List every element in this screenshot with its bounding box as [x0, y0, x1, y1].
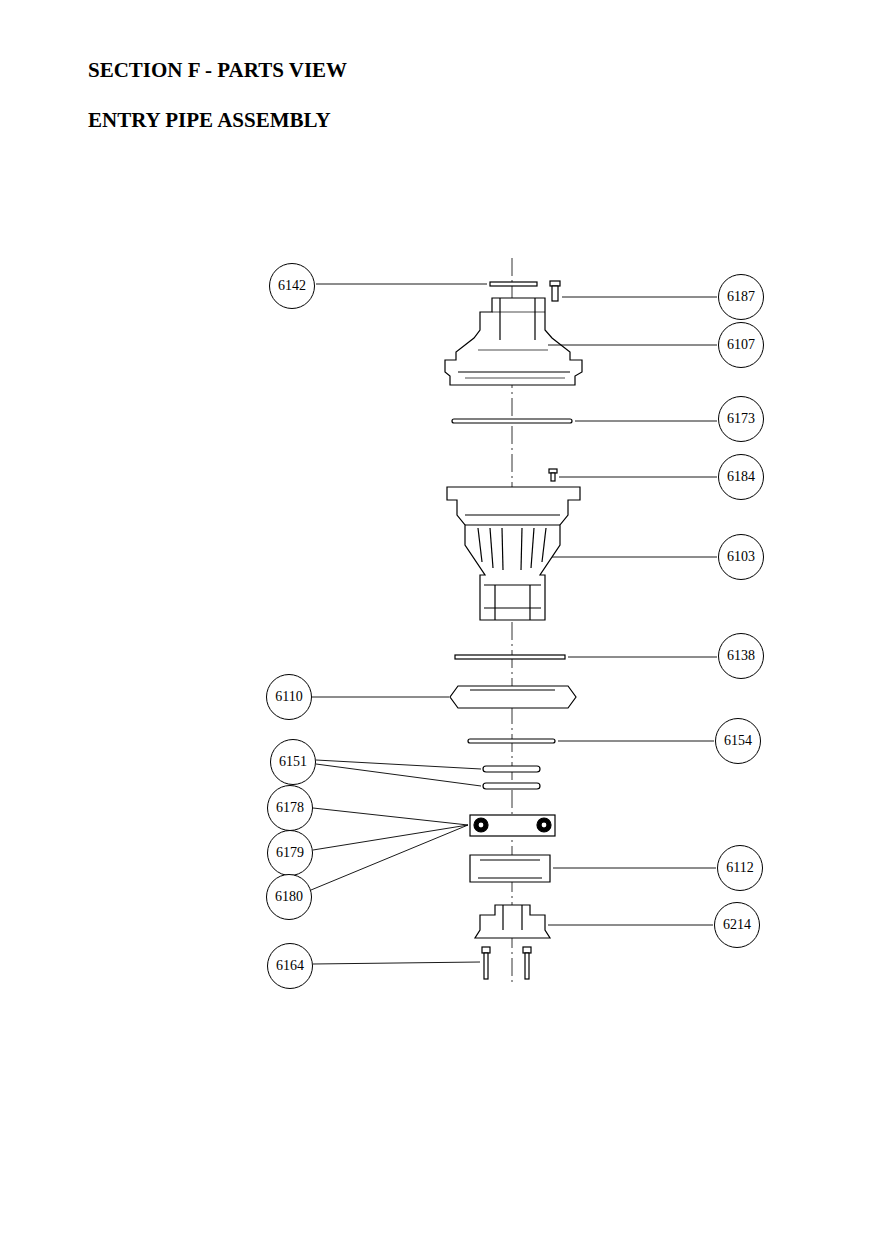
leader-lines — [311, 284, 717, 964]
callout-number: 6107 — [727, 338, 755, 352]
washer — [490, 282, 537, 286]
callout-circle: 6107 — [718, 322, 764, 368]
o-ring — [468, 739, 555, 743]
screw — [549, 469, 557, 481]
callout-circle: 6164 — [267, 943, 313, 989]
callout-circle: 6173 — [718, 396, 764, 442]
housing — [447, 487, 580, 620]
callout-circle: 6110 — [266, 674, 312, 720]
callout-number: 6164 — [276, 959, 304, 973]
o-ring — [483, 766, 540, 772]
seal — [470, 815, 555, 836]
callout-circle: 6151 — [270, 739, 316, 785]
top-fitting — [445, 298, 582, 385]
callout-number: 6103 — [727, 550, 755, 564]
cup — [470, 855, 550, 882]
callout-number: 6138 — [727, 649, 755, 663]
callout-number: 6112 — [726, 861, 753, 875]
callout-circle: 6180 — [266, 874, 312, 920]
callout-number: 6142 — [278, 279, 306, 293]
callout-number: 6214 — [723, 918, 751, 932]
callout-number: 6110 — [275, 690, 302, 704]
callout-number: 6187 — [727, 290, 755, 304]
screw — [482, 947, 531, 979]
callout-circle: 6184 — [718, 454, 764, 500]
callout-number: 6178 — [276, 801, 304, 815]
callout-number: 6154 — [724, 734, 752, 748]
ring — [450, 686, 576, 708]
section-title: SECTION F - PARTS VIEW — [88, 58, 347, 83]
base-part — [475, 905, 550, 938]
callout-circle: 6187 — [718, 274, 764, 320]
callout-circle: 6138 — [718, 633, 764, 679]
assembly-title: ENTRY PIPE ASSEMBLY — [88, 108, 331, 133]
callout-circle: 6103 — [718, 534, 764, 580]
callout-number: 6180 — [275, 890, 303, 904]
callout-number: 6173 — [727, 412, 755, 426]
callout-circle: 6179 — [267, 830, 313, 876]
callout-circle: 6142 — [269, 263, 315, 309]
callout-number: 6179 — [276, 846, 304, 860]
gasket — [455, 655, 565, 659]
callout-circle: 6214 — [714, 902, 760, 948]
o-ring — [452, 419, 572, 423]
callout-circle: 6178 — [267, 785, 313, 831]
callout-number: 6184 — [727, 470, 755, 484]
callout-circle: 6112 — [717, 845, 763, 891]
callout-number: 6151 — [279, 755, 307, 769]
callout-circle: 6154 — [715, 718, 761, 764]
screw — [550, 281, 560, 301]
o-ring — [483, 783, 540, 789]
